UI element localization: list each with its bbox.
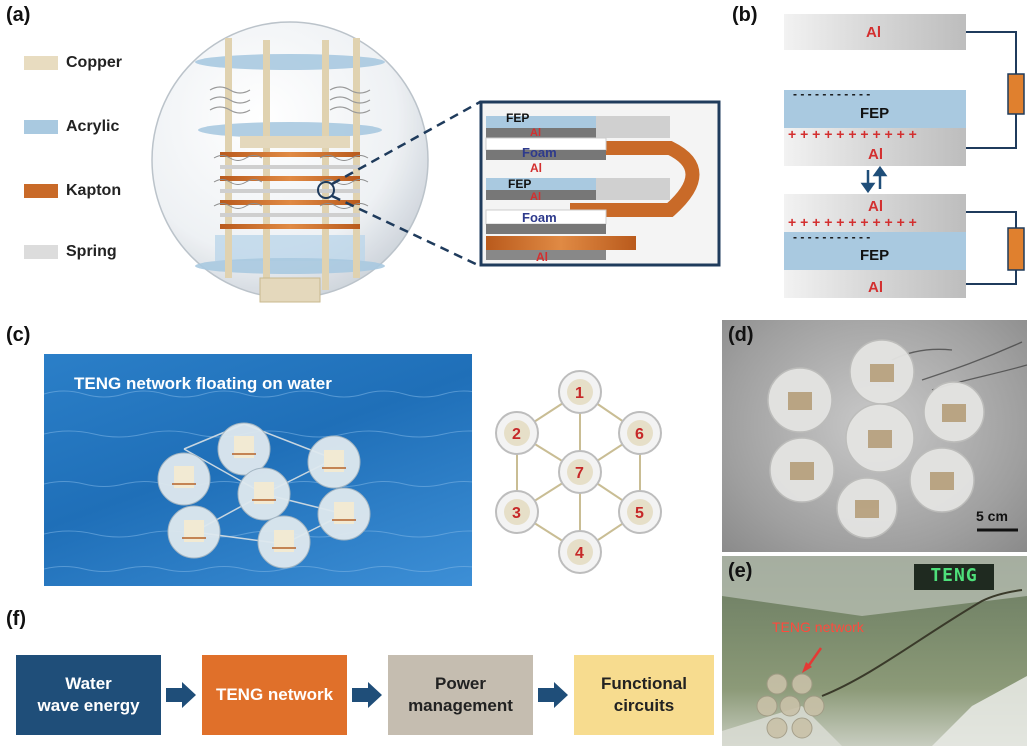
schematic-label-al-mid-2: Al [868, 198, 883, 215]
panel-f-label: (f) [6, 608, 26, 630]
node-label-5: 5 [635, 505, 644, 522]
flow-step-2-line-1: TENG network [215, 685, 334, 704]
legend-label-acrylic: Acrylic [66, 118, 120, 135]
network-node-7 [558, 450, 602, 494]
zoom-label-al-3: Al [530, 191, 541, 203]
flow-step-4-line-2: circuits [613, 696, 675, 715]
panel-e-label: (e) [728, 560, 753, 582]
panel-b-label: (b) [732, 4, 758, 26]
schematic-plus-2: + + + + + + + + + + + [788, 214, 917, 230]
node-label-2: 2 [512, 426, 521, 443]
flow-arrow-3 [538, 682, 568, 708]
network-nodes [495, 370, 662, 574]
node-label-4: 4 [575, 545, 584, 562]
scalebar-label: 5 cm [976, 508, 1008, 524]
zoom-marker [317, 181, 335, 199]
photo-teng-cluster [767, 339, 1027, 539]
zoom-label-al-4: Al [536, 250, 548, 264]
led-teng-sign: TENG [930, 565, 978, 586]
legend-swatch-acrylic [24, 120, 58, 134]
zoom-label-al-2: Al [530, 161, 542, 175]
load-resistor-1 [1007, 73, 1025, 115]
node-label-6: 6 [635, 426, 644, 443]
teng-sphere-illustration: FEP Al Foam Al FEP Al Foam Al [151, 21, 721, 303]
zoom-label-al-1: Al [530, 127, 541, 139]
legend-swatch-spring [24, 245, 58, 259]
flow-step-4-line-1: Functional [601, 674, 687, 693]
zoom-label-fep-1: FEP [506, 111, 529, 125]
flow-step-teng-network: TENG network [202, 655, 347, 735]
schematic-label-al-mid-1: Al [868, 146, 883, 163]
schematic-label-al-bot: Al [868, 279, 883, 296]
teng-network-annotation: TENG network [772, 619, 864, 635]
panel-c-label: (c) [6, 324, 31, 346]
wave-texture [44, 390, 472, 572]
legend-label-copper: Copper [66, 54, 122, 71]
network-node-3 [495, 490, 539, 534]
water-scene: TENG network floating on water [44, 354, 472, 586]
flow-step-3-line-1: Power [434, 674, 487, 693]
network-node-4 [558, 530, 602, 574]
legend-label-kapton: Kapton [66, 182, 122, 199]
panel-e-photo: TENG TENG network [722, 556, 1027, 746]
schematic-minus-1: - - - - - - - - - - - [793, 87, 870, 101]
panel-a-label: (a) [6, 4, 31, 26]
flow-step-1-line-1: Water [65, 674, 112, 693]
network-topology-diagram: 1 2 6 7 3 5 4 [495, 370, 662, 574]
floating-teng-units [157, 422, 371, 569]
network-node-2 [495, 411, 539, 455]
flow-arrow-2 [352, 682, 382, 708]
node-label-1: 1 [575, 385, 584, 402]
schematic-label-fep-1: FEP [860, 105, 889, 122]
network-node-1 [558, 370, 602, 414]
panel-d-photo: 5 cm [722, 320, 1027, 552]
flow-step-water-energy: Water wave energy [16, 655, 161, 735]
network-node-5 [618, 490, 662, 534]
schematic-minus-2: - - - - - - - - - - - [793, 230, 870, 244]
flow-step-power-management: Power management [388, 655, 533, 735]
legend-swatch-kapton [24, 184, 58, 198]
schematic-plus-1: + + + + + + + + + + + [788, 126, 917, 142]
flow-step-functional-circuits: Functional circuits [574, 655, 714, 735]
load-resistor-2 [1007, 227, 1025, 271]
water-scene-caption: TENG network floating on water [74, 374, 332, 393]
contact-separation-schematic: Al - - - - - - - - - - - FEP + + + + + +… [784, 14, 1025, 298]
photo-tank-scene [722, 556, 1027, 746]
schematic-label-al-top: Al [866, 24, 881, 41]
zoom-label-fep-2: FEP [508, 177, 531, 191]
legend-label-spring: Spring [66, 243, 117, 260]
schematic-label-fep-2: FEP [860, 247, 889, 264]
flow-step-1-line-2: wave energy [37, 696, 140, 715]
zoom-label-foam-1: Foam [522, 145, 557, 160]
flow-arrow-1 [166, 682, 196, 708]
node-label-7: 7 [575, 465, 584, 482]
network-node-6 [618, 411, 662, 455]
flow-step-3-line-2: management [408, 696, 513, 715]
zoom-label-foam-2: Foam [522, 210, 557, 225]
panel-d-label: (d) [728, 324, 754, 346]
legend-swatch-copper [24, 56, 58, 70]
zoom-layer-stack [485, 116, 700, 260]
node-label-3: 3 [512, 505, 521, 522]
